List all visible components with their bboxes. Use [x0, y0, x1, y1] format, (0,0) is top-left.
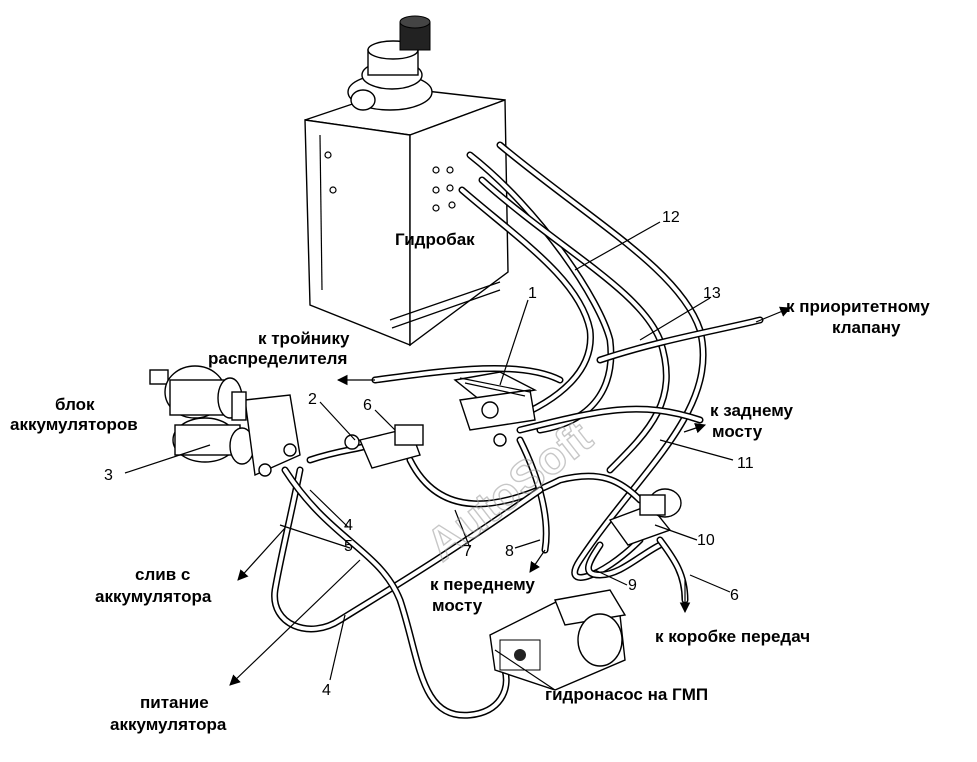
to-tee-label-line1: к тройнику — [258, 329, 350, 348]
front-axle-label-line1: к переднему — [430, 575, 535, 594]
callout-4a: 4 — [344, 517, 353, 534]
callout-9: 9 — [628, 577, 637, 594]
accum-block-label-line1: блок — [55, 395, 95, 414]
to-tee-label-line2: распределителя — [208, 349, 347, 368]
priority-valve-label-line1: к приоритетному — [786, 297, 930, 316]
hydraulic-tank — [304, 87, 509, 347]
accumulator-block — [149, 365, 301, 477]
callout-4b: 4 — [322, 682, 331, 699]
leader-lines — [124, 221, 734, 681]
callout-6b: 6 — [730, 587, 739, 604]
callout-8: 8 — [505, 543, 514, 560]
callout-7: 7 — [463, 543, 472, 560]
rear-axle-label-line1: к заднему — [710, 401, 794, 420]
front-axle-label-line2: мосту — [432, 596, 483, 615]
callout-1: 1 — [528, 285, 537, 302]
drain-label-line2: аккумулятора — [95, 587, 212, 606]
supply-label-line1: питание — [140, 693, 209, 712]
tee-block — [344, 424, 424, 469]
callout-2: 2 — [308, 391, 317, 408]
priority-valve-label-line2: клапану — [832, 318, 901, 337]
gearbox-label: к коробке передач — [655, 627, 810, 646]
callout-10: 10 — [697, 532, 715, 549]
callout-11: 11 — [737, 455, 754, 472]
hose-lines — [271, 141, 764, 719]
callout-13: 13 — [703, 285, 721, 302]
pump-label: гидронасос на ГМП — [545, 685, 708, 704]
tank-label: Гидробак — [395, 230, 475, 249]
distributor-valve — [453, 371, 538, 447]
supply-label-line2: аккумулятора — [110, 715, 227, 734]
callout-5: 5 — [344, 538, 353, 555]
callout-6a: 6 — [363, 397, 372, 414]
callout-12: 12 — [662, 209, 680, 226]
tank-filler-cap — [347, 15, 433, 111]
gear-pump — [489, 589, 627, 691]
filter-block — [608, 488, 682, 546]
rear-axle-label-line2: мосту — [712, 422, 763, 441]
drain-label-line1: слив с — [135, 565, 190, 584]
callout-3: 3 — [104, 467, 113, 484]
accum-block-label-line2: аккумуляторов — [10, 415, 138, 434]
direction-arrows — [229, 306, 791, 686]
